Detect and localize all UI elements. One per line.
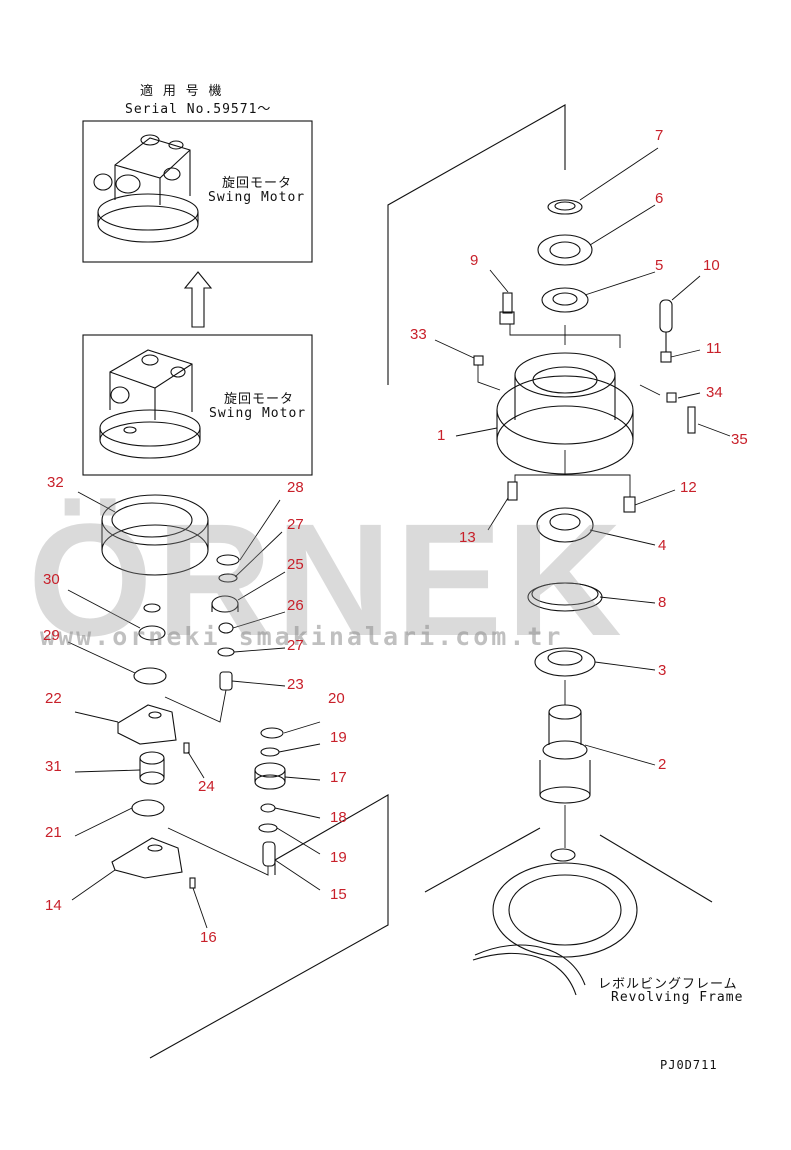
callout-28[interactable]: 28: [287, 479, 304, 496]
serial-number-label: Serial No.59571～: [125, 102, 272, 117]
part-20-snap-ring: [260, 727, 284, 739]
part-16-pin: [189, 877, 196, 889]
callout-27-lower[interactable]: 27: [287, 637, 304, 654]
callout-14[interactable]: 14: [45, 897, 62, 914]
part-22-carrier: [117, 704, 177, 745]
callout-34[interactable]: 34: [706, 384, 723, 401]
part-25-gear: [211, 595, 239, 613]
part-14-carrier: [111, 837, 183, 879]
assembly-frame-line-left: [149, 794, 389, 1059]
part-17-gear: [254, 762, 286, 790]
inset-top-label-en: Swing Motor: [208, 190, 306, 205]
inset-box-top: [82, 120, 313, 263]
part-28-snap-ring: [216, 554, 240, 566]
callout-23[interactable]: 23: [287, 676, 304, 693]
part-18-needle-bearing: [260, 803, 276, 813]
callout-18[interactable]: 18: [330, 809, 347, 826]
callout-16[interactable]: 16: [200, 929, 217, 946]
revolving-frame-label-en: Revolving Frame: [611, 990, 744, 1005]
callout-31[interactable]: 31: [45, 758, 62, 775]
callout-11[interactable]: 11: [706, 340, 722, 357]
watermark-brand: ÖRNEK: [28, 490, 626, 669]
drawing-code: PJ0D711: [660, 1058, 718, 1072]
callout-24[interactable]: 24: [198, 778, 215, 795]
part-29-thrust-washer: [133, 667, 167, 685]
part-19-washer-a: [260, 747, 280, 757]
callout-3[interactable]: 3: [658, 662, 667, 679]
inset-top-label-jp: 旋回モータ: [222, 176, 293, 191]
part-32-ring-gear: [101, 494, 209, 576]
callout-7[interactable]: 7: [655, 127, 664, 144]
part-27-washer-a: [218, 573, 238, 583]
swing-motor-old-drawing: [99, 349, 201, 459]
callout-2[interactable]: 2: [658, 756, 667, 773]
part-34-plug: [666, 392, 677, 403]
callout-13[interactable]: 13: [459, 529, 476, 546]
revolving-frame-drawing: [424, 827, 713, 996]
part-6-bearing: [537, 234, 593, 266]
inset-bottom-label-jp: 旋回モータ: [224, 392, 295, 407]
leader-lines: [67, 147, 731, 929]
part-23-shaft: [219, 671, 233, 691]
callout-27-upper[interactable]: 27: [287, 516, 304, 533]
watermark-url: www.orneki smakinalari.com.tr: [40, 622, 564, 651]
inset-box-bottom: [82, 334, 313, 476]
part-30-bearing: [138, 603, 166, 641]
callout-4[interactable]: 4: [658, 537, 667, 554]
callout-17[interactable]: 17: [330, 769, 347, 786]
callout-15[interactable]: 15: [330, 886, 347, 903]
callout-19-upper[interactable]: 19: [330, 729, 347, 746]
inset-bottom-label-en: Swing Motor: [209, 406, 307, 421]
part-33-plug: [473, 355, 484, 366]
callout-29[interactable]: 29: [43, 627, 60, 644]
callout-6[interactable]: 6: [655, 190, 664, 207]
callout-26[interactable]: 26: [287, 597, 304, 614]
part-5-bearing-race: [541, 287, 589, 313]
upgrade-arrow-icon: [183, 271, 213, 328]
callout-33[interactable]: 33: [410, 326, 427, 343]
callout-19-lower[interactable]: 19: [330, 849, 347, 866]
part-11-nipple: [660, 351, 672, 363]
part-15-shaft: [262, 841, 276, 867]
part-24-pin: [183, 742, 190, 754]
part-31-gear: [139, 751, 165, 785]
part-12-fitting: [623, 496, 636, 513]
callout-12[interactable]: 12: [680, 479, 697, 496]
callout-22[interactable]: 22: [45, 690, 62, 707]
swing-motor-new-drawing: [93, 134, 199, 243]
part-7-seal: [547, 199, 583, 215]
callout-8[interactable]: 8: [658, 594, 667, 611]
part-1-case: [496, 352, 634, 475]
callout-9[interactable]: 9: [470, 252, 479, 269]
revolving-frame-label-jp: レボルビングフレーム: [598, 977, 738, 992]
callout-21[interactable]: 21: [45, 824, 62, 841]
part-9-fitting: [499, 292, 515, 325]
callout-5[interactable]: 5: [655, 257, 664, 274]
callout-10[interactable]: 10: [703, 257, 720, 274]
part-2-pinion-shaft: [539, 704, 591, 804]
callout-20[interactable]: 20: [328, 690, 345, 707]
callout-25[interactable]: 25: [287, 556, 304, 573]
part-35-pin: [687, 406, 696, 434]
part-21-thrust-washer: [131, 799, 165, 817]
part-13-fitting: [507, 481, 518, 501]
part-10-plug: [659, 299, 673, 352]
callout-30[interactable]: 30: [43, 571, 60, 588]
callout-35[interactable]: 35: [731, 431, 748, 448]
applicable-machines-label: 適 用 号 機: [140, 84, 223, 99]
callout-32[interactable]: 32: [47, 474, 64, 491]
part-19-washer-b: [258, 823, 278, 833]
assembly-frame-line-right: [387, 104, 566, 385]
part-4-bearing: [536, 507, 594, 543]
callout-1[interactable]: 1: [437, 427, 446, 444]
